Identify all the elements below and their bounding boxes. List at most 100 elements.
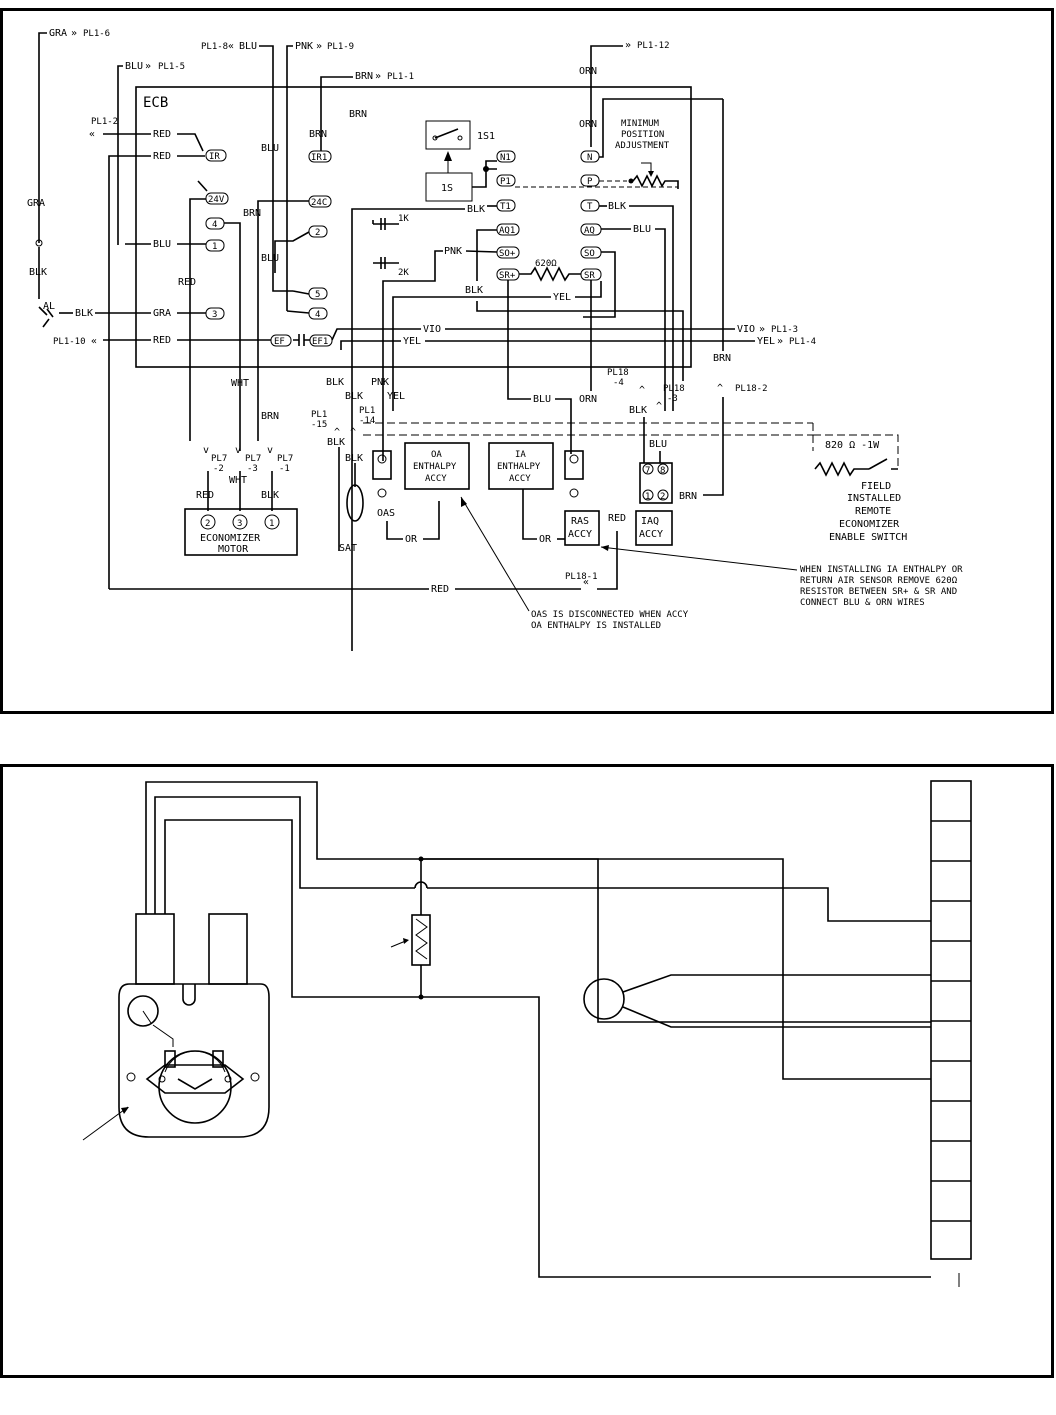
label-sat: SAT (339, 543, 357, 554)
label-blk-d: BLK (345, 453, 363, 464)
wire-blu-c (507, 280, 531, 400)
svg-text:2: 2 (205, 519, 210, 529)
wire-brn-pl1-1 (320, 76, 353, 151)
ia-enthalpy-accy-box (488, 442, 554, 490)
ra-sensor-box (564, 450, 584, 480)
terminal-aq: AQ (580, 223, 602, 236)
connector-arrow: « (91, 336, 97, 347)
svg-text:24C: 24C (311, 198, 327, 208)
wire-actuator-2b (427, 887, 931, 922)
label-pnk-top: PNK (295, 41, 313, 52)
label-field: FIELD (861, 481, 891, 492)
wire-blu-top (117, 65, 123, 245)
label-ia-enthalpy: ENTHALPY (497, 462, 541, 472)
wire-gra-top (38, 32, 47, 243)
svg-text:N: N (587, 153, 592, 163)
junction-dot (418, 994, 424, 1000)
note-install-1: WHEN INSTALLING IA ENTHALPY OR (800, 565, 963, 575)
wire-blu-5 (292, 290, 310, 295)
note-leader-2 (460, 496, 530, 612)
label-pl7-3b: -3 (247, 464, 258, 474)
label-blu-aq: BLU (633, 224, 651, 235)
motor-terminal-3: 3 (232, 514, 248, 530)
svg-text:IR1: IR1 (311, 153, 327, 163)
note-oas-1: OAS IS DISCONNECTED WHEN ACCY (531, 610, 689, 620)
label-ia-accy: ACCY (509, 474, 531, 484)
connector-arrow: ^ (334, 427, 340, 438)
label-gra-3: GRA (153, 308, 171, 319)
svg-text:1: 1 (645, 492, 650, 502)
label-vio: VIO (423, 324, 441, 335)
label-2k: 2K (398, 268, 409, 278)
label-pl18-4a: PL18 (607, 368, 629, 378)
pot-wiper (628, 178, 634, 184)
terminal-so: SO (580, 246, 602, 259)
label-al: AL (43, 301, 55, 312)
label-blu-pl18: BLU (649, 439, 667, 450)
svg-text:2: 2 (315, 228, 320, 238)
svg-text:3: 3 (212, 310, 217, 320)
pot-arrow-line (641, 162, 652, 174)
label-pl1-15a: PL1 (311, 410, 327, 420)
label-1k: 1K (398, 214, 409, 224)
label-red-ef: RED (153, 335, 171, 346)
svg-text:EF: EF (274, 337, 285, 347)
label-brn-pl7: BRN (261, 411, 279, 422)
terminal-t: T (580, 199, 600, 212)
wire-red-2 (108, 155, 151, 589)
connector-arrow: ^ (656, 401, 662, 412)
sensor-icon (583, 978, 625, 1020)
svg-text:T1: T1 (500, 202, 511, 212)
svg-text:P1: P1 (500, 177, 511, 187)
iaq-terminal-box (639, 462, 673, 504)
wire-brn-24c (257, 200, 309, 441)
terminal-so-plus: SO+ (496, 246, 520, 259)
label-pl7-3a: PL7 (245, 454, 261, 464)
label-blu-1: BLU (153, 239, 171, 250)
label-red-m: RED (196, 490, 214, 501)
label-blk-b: BLK (345, 391, 363, 402)
note-leader-1 (600, 546, 798, 571)
wire-brn-iaq (703, 397, 724, 496)
label-vio-out: VIO (737, 324, 755, 335)
wire-blk-sr (476, 301, 684, 381)
terminal-24v: 24V (205, 192, 229, 205)
label-blu-top: BLU (125, 61, 143, 72)
svg-text:1: 1 (212, 242, 217, 252)
label-brn-24c: BRN (243, 208, 261, 219)
connector-arrow: » (316, 41, 322, 52)
label-oa-enthalpy: ENTHALPY (413, 462, 457, 472)
note-arrow-icon-2 (461, 497, 467, 507)
terminal-2: 2 (308, 225, 328, 238)
terminal-sr: SR (580, 268, 602, 281)
svg-text:4: 4 (315, 310, 320, 320)
label-gra-left: GRA (27, 198, 45, 209)
terminal-t1: T1 (496, 199, 516, 212)
label-pl1-15b: -15 (311, 420, 327, 430)
wire-pnk-b (465, 250, 498, 253)
wire-aq1 (476, 229, 497, 281)
field-switch-icon (868, 458, 898, 470)
wire-relay-n1 (472, 168, 497, 188)
svg-text:2: 2 (660, 492, 665, 502)
label-min-pos-2: POSITION (621, 130, 664, 140)
svg-text:8: 8 (660, 466, 665, 476)
svg-text:EF1: EF1 (312, 337, 328, 347)
wire-pnk-4 (286, 310, 310, 314)
iaq-terminal-1: 1 (642, 489, 654, 502)
connector-arrow: » (375, 71, 381, 82)
svg-text:AQ1: AQ1 (499, 226, 515, 236)
connector-arrow: » (71, 28, 77, 39)
label-oa-accy: ACCY (425, 474, 447, 484)
label-field-resistor: 820 Ω -1W (825, 440, 880, 451)
wire-yel-sr (392, 296, 551, 411)
wire-or-2 (522, 489, 537, 540)
wire-yel (340, 340, 401, 350)
wire-actuator-2 (154, 796, 415, 914)
label-gra-top: GRA (49, 28, 67, 39)
oas-minus-icon (377, 488, 387, 498)
actuator-wiring-panel (0, 764, 1054, 1378)
label-pl1-6: PL1-6 (83, 29, 110, 39)
label-620-ohm: 620Ω (535, 259, 557, 269)
wire-blk-t2 (629, 205, 674, 411)
